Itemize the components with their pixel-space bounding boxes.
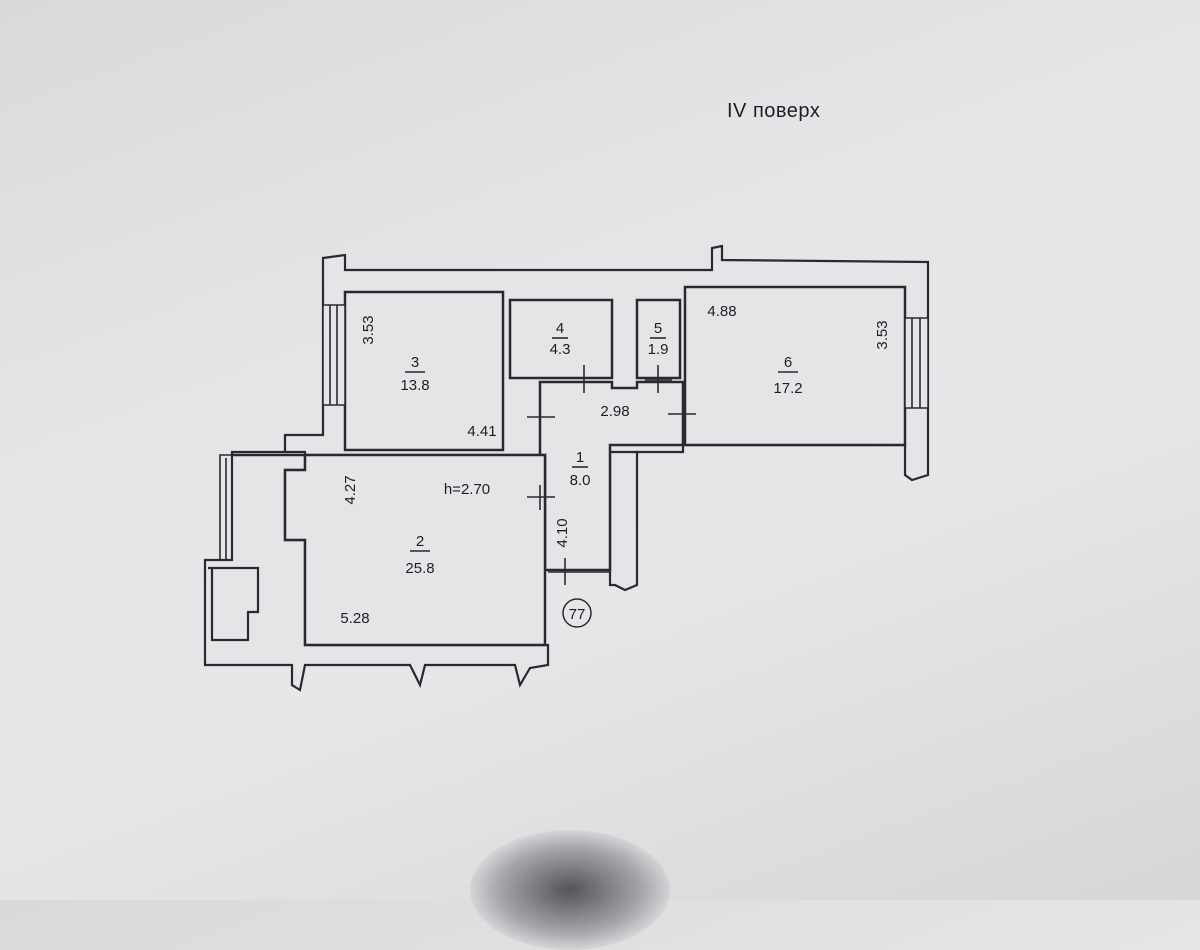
svg-text:6: 6: [784, 354, 792, 371]
room-label-4: 4 4.3: [550, 320, 571, 358]
dim-room2-height: 4.27: [342, 475, 359, 504]
dim-room6-height: 3.53: [874, 320, 891, 349]
room-6: [683, 285, 907, 447]
room-4: [508, 298, 614, 380]
svg-text:25.8: 25.8: [405, 560, 434, 577]
dim-room2-width: 5.28: [340, 610, 369, 627]
floor-title: IV поверх: [727, 100, 821, 122]
svg-text:1.9: 1.9: [648, 341, 669, 358]
svg-text:77: 77: [569, 606, 586, 623]
room-2: [232, 453, 547, 647]
floor-plan: 3 13.8 4 4.3 5 1.9 6 17.2 1 8.0 2 25.8 3…: [203, 244, 930, 692]
door-marks: [527, 365, 696, 585]
dim-corridor-width: 2.98: [600, 403, 629, 420]
svg-text:5: 5: [654, 320, 662, 337]
windows: [322, 304, 929, 409]
svg-text:8.0: 8.0: [570, 472, 591, 489]
ceiling-height: h=2.70: [444, 481, 490, 498]
svg-text:2: 2: [416, 533, 424, 550]
svg-text:1: 1: [576, 449, 584, 466]
dim-room6-width: 4.88: [707, 303, 736, 320]
room-label-5: 5 1.9: [648, 320, 669, 358]
svg-text:17.2: 17.2: [773, 380, 802, 397]
apartment-number: 77: [562, 598, 592, 628]
room-label-2: 2 25.8: [405, 533, 434, 577]
svg-text:13.8: 13.8: [400, 377, 429, 394]
dim-room3-height: 3.53: [360, 315, 377, 344]
svg-text:3: 3: [411, 354, 419, 371]
room-label-1: 1 8.0: [570, 449, 591, 489]
room-3: [343, 290, 505, 452]
dim-corridor-length: 4.10: [554, 518, 571, 547]
room-label-3: 3 13.8: [400, 354, 429, 394]
dim-room3-width: 4.41: [467, 423, 496, 440]
svg-text:4: 4: [556, 320, 564, 337]
svg-text:4.3: 4.3: [550, 341, 571, 358]
room-label-6: 6 17.2: [773, 354, 802, 397]
